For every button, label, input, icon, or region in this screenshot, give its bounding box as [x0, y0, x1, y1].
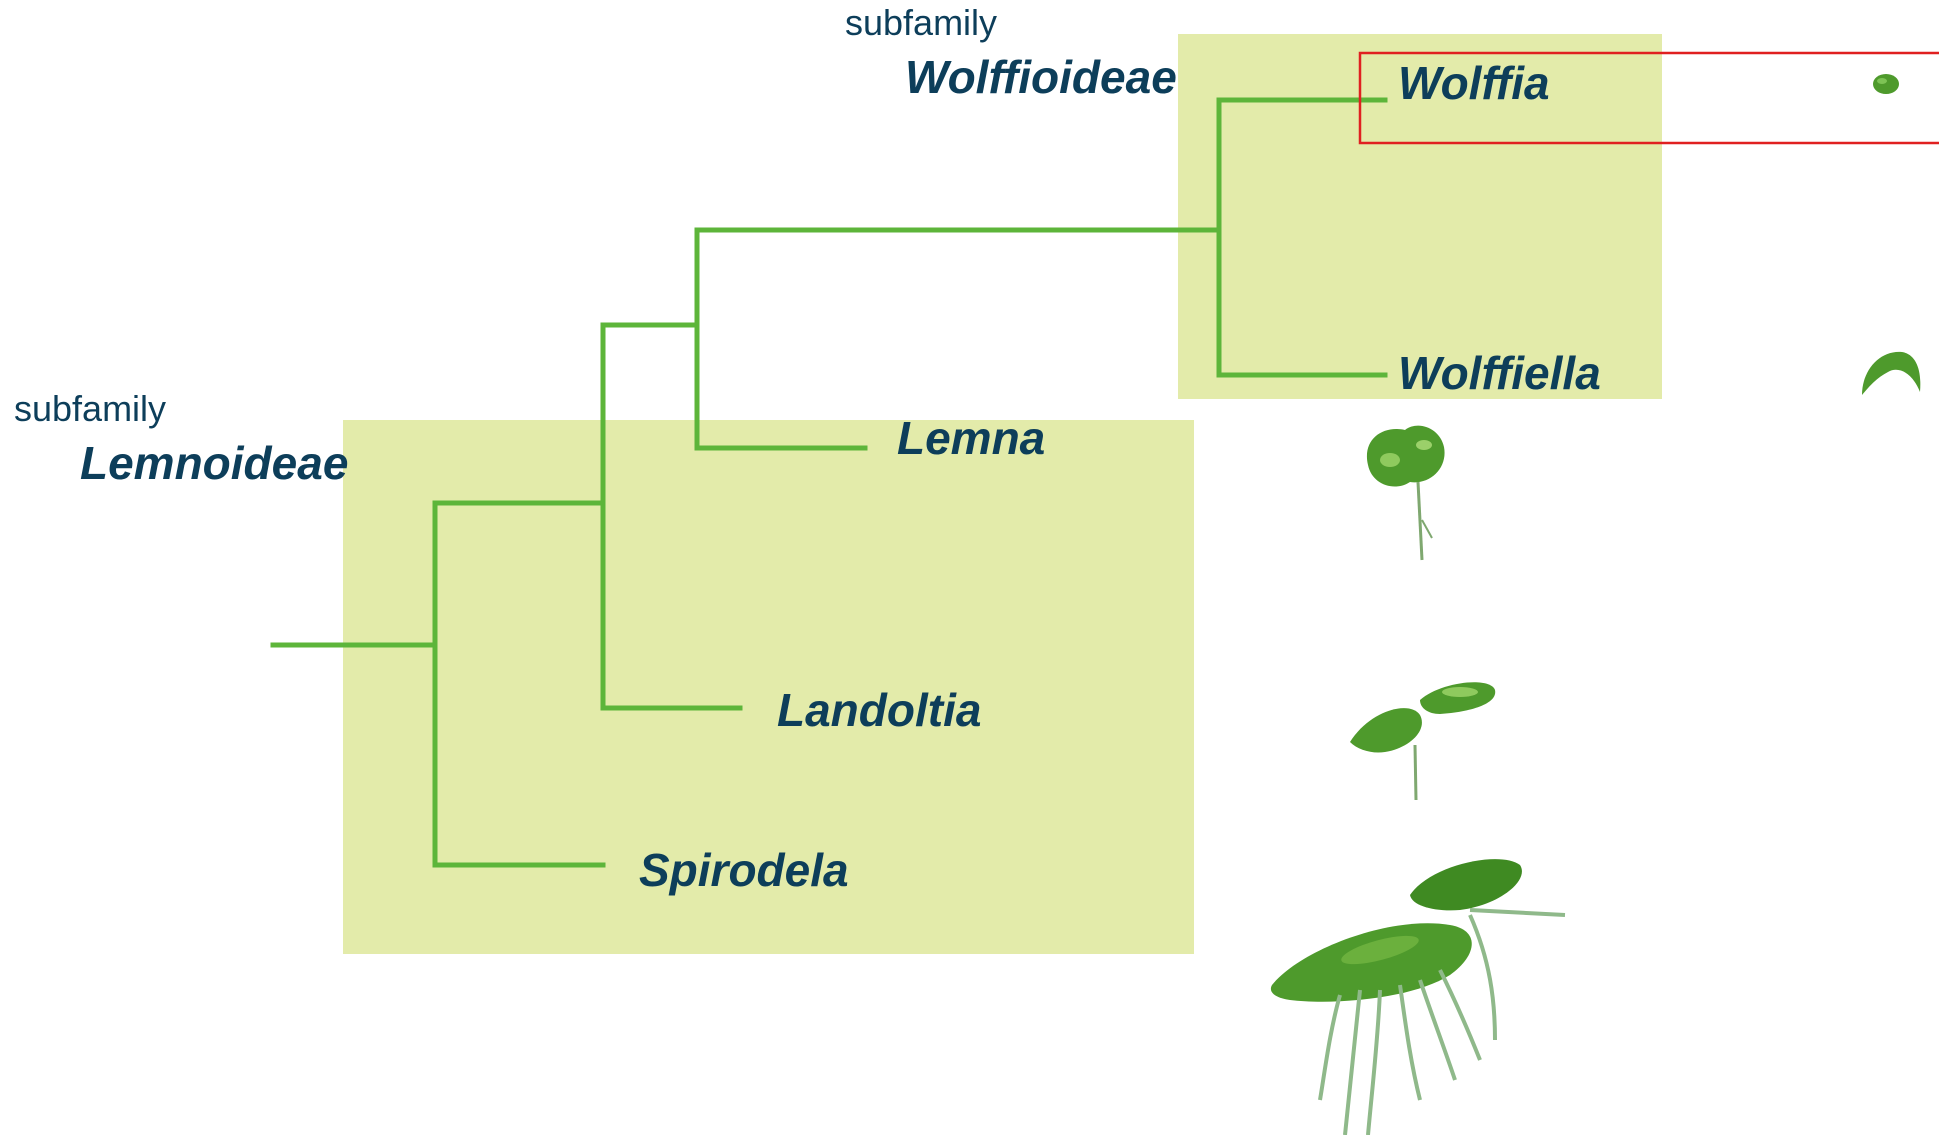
- duckweed-frond-icon: [1873, 74, 1899, 94]
- wolffioideae-prefix: subfamily: [845, 2, 997, 44]
- duckweed-frond-icon: [1367, 426, 1445, 487]
- lemnoideae-prefix: subfamily: [14, 388, 166, 430]
- wolffia-illustration: [1873, 74, 1899, 94]
- wolffioideae-name: Wolffioideae: [905, 50, 1177, 104]
- genus-wolffiella: Wolffiella: [1398, 346, 1601, 400]
- duckweed-frond-icon: [1271, 923, 1472, 1001]
- wolffiella-illustration: [1862, 352, 1920, 395]
- spirodela-illustration: [1271, 859, 1565, 1135]
- lemna-illustration: [1367, 426, 1445, 560]
- duckweed-frond-icon: [1862, 352, 1920, 395]
- genus-lemna: Lemna: [897, 411, 1045, 465]
- lemnoideae-name: Lemnoideae: [80, 436, 348, 490]
- duckweed-frond-icon: [1350, 708, 1422, 752]
- genus-spirodela: Spirodela: [639, 843, 849, 897]
- genus-landoltia: Landoltia: [777, 683, 981, 737]
- landoltia-illustration: [1350, 682, 1495, 800]
- genus-wolffia: Wolffia: [1398, 56, 1550, 110]
